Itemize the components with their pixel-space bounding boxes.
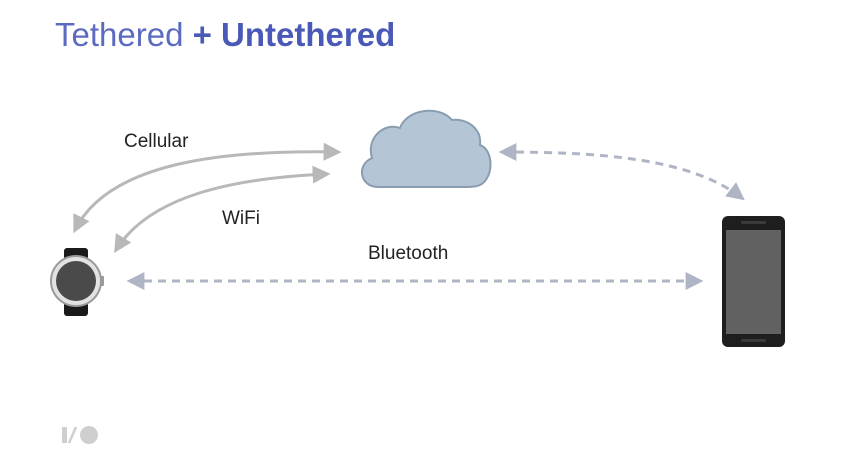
- title-tethered: Tethered: [55, 16, 184, 53]
- smartphone-icon: [722, 216, 785, 347]
- wifi-label: WiFi: [222, 208, 260, 229]
- title-untethered: + Untethered: [192, 16, 396, 53]
- wifi-arrow: [114, 165, 331, 254]
- slide-title: Tethered + Untethered: [55, 13, 395, 57]
- cellular-label: Cellular: [124, 131, 189, 152]
- io-logo-icon: [62, 426, 98, 444]
- cloud-icon: [361, 109, 492, 188]
- cloud-phone-arrow: [498, 143, 745, 201]
- cellular-arrow: [73, 142, 342, 234]
- smartwatch-icon: [50, 248, 104, 316]
- bluetooth-label: Bluetooth: [368, 243, 449, 264]
